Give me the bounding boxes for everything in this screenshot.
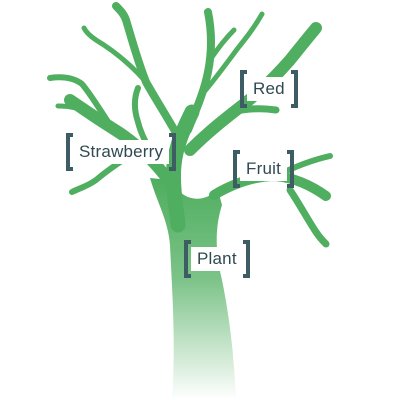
tag-plant-label: Plant (191, 247, 243, 271)
branch-left-twig (55, 103, 95, 117)
bracket-open (184, 240, 191, 278)
bracket-close (287, 150, 294, 188)
branch-right-drop (286, 186, 330, 248)
bracket-open (66, 133, 73, 171)
tag-red: Red (240, 70, 298, 108)
branch-center (184, 8, 215, 134)
tag-plant: Plant (184, 240, 250, 278)
tag-strawberry: Strawberry (66, 133, 177, 171)
bracket-open (240, 70, 247, 108)
branch-tall-left (112, 2, 184, 144)
tag-red-label: Red (247, 77, 291, 101)
tag-fruit: Fruit (233, 150, 294, 188)
branch-right-mid (228, 105, 280, 116)
bracket-open (233, 150, 240, 188)
tag-strawberry-label: Strawberry (73, 140, 170, 164)
tree-trunk (150, 178, 236, 400)
tag-fruit-label: Fruit (240, 157, 287, 181)
bracket-close (242, 240, 250, 278)
bracket-close (290, 70, 298, 108)
branch-center-twig (201, 11, 265, 95)
branch-center-twig-2 (207, 27, 237, 63)
bracket-close (169, 133, 177, 171)
branch-left-upper (47, 74, 115, 131)
branch-tall-left-twig (81, 25, 149, 85)
